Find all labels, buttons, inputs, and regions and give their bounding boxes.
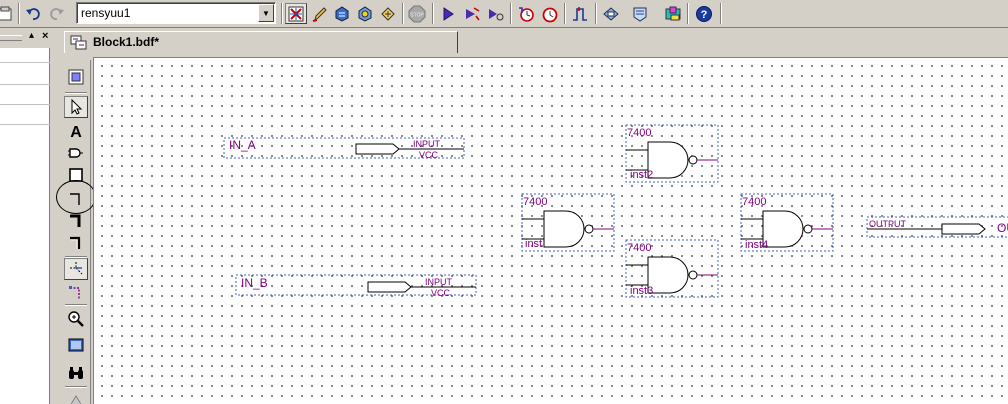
- rubberbanding-icon[interactable]: [64, 282, 88, 304]
- list-divider: [0, 62, 50, 63]
- gate-part-label: 7400: [742, 196, 766, 208]
- stop-icon[interactable]: STOP: [406, 3, 428, 24]
- pin-icon[interactable]: ▴: [29, 30, 35, 41]
- undo-icon[interactable]: [22, 3, 44, 24]
- nand-gate-inst4[interactable]: 7400 inst4: [740, 193, 834, 252]
- main-toolbar: rensyuu1 ▼ STOP: [0, 0, 1008, 28]
- project-navigator-panel: ▴ ×: [0, 28, 54, 404]
- toolbar-separator: [65, 256, 87, 258]
- gate-part-label: 7400: [627, 242, 651, 254]
- toolbar-separator: [595, 3, 597, 24]
- open-icon[interactable]: [0, 3, 16, 24]
- block-diagram-icon: [70, 35, 88, 51]
- input-type-label: INPUT: [413, 139, 441, 149]
- project-combo-value: rensyuu1: [81, 6, 131, 20]
- list-divider: [0, 104, 50, 105]
- panel-body[interactable]: [0, 48, 50, 404]
- input-pin-in-a[interactable]: IN_A INPUT VCC: [223, 137, 465, 160]
- toolbar-separator: [402, 3, 404, 24]
- selection-icon[interactable]: [64, 96, 88, 118]
- start-compile-icon[interactable]: [437, 3, 459, 24]
- gate-instance-label: inst4: [745, 239, 768, 251]
- input-default-label: VCC: [419, 150, 439, 160]
- list-divider: [0, 84, 50, 85]
- simulator-icon[interactable]: [569, 3, 591, 24]
- partial-line-icon[interactable]: [64, 258, 88, 280]
- pencil-icon[interactable]: [309, 3, 331, 24]
- toolbar-separator: [720, 3, 722, 24]
- schematic-canvas[interactable]: IN_A INPUT VCC IN_B INPUT VCC 7400 inst: [93, 57, 1008, 404]
- gate-part-label: 7400: [523, 196, 547, 208]
- toolbar-separator: [564, 3, 566, 24]
- zoom-icon[interactable]: [64, 308, 88, 330]
- toolbar-separator: [65, 386, 87, 388]
- synthesis-icon[interactable]: [484, 3, 506, 24]
- svg-text:?: ?: [701, 9, 708, 21]
- chip-planner-icon[interactable]: [662, 3, 684, 24]
- toolbar-separator: [687, 3, 689, 24]
- flip-icon[interactable]: [64, 390, 88, 404]
- highlight-circle: [56, 180, 96, 214]
- toolbar-separator: [65, 304, 87, 306]
- timing-quest-icon[interactable]: [539, 3, 561, 24]
- close-icon[interactable]: ×: [42, 30, 49, 42]
- block-icon[interactable]: [64, 66, 88, 88]
- input-pin-name: IN_B: [241, 276, 268, 290]
- toolbar-separator: [281, 3, 283, 24]
- document-tabbar: Block1.bdf*: [54, 28, 1008, 56]
- compiler-icon[interactable]: [285, 3, 307, 24]
- gate-instance-label: inst3: [630, 285, 653, 297]
- toolbar-separator: [18, 3, 20, 24]
- full-screen-icon[interactable]: [64, 334, 88, 356]
- rtl-viewer-icon[interactable]: [629, 3, 651, 24]
- gate-instance-label: inst: [525, 238, 542, 250]
- redo-icon[interactable]: [46, 3, 68, 24]
- svg-text:A: A: [70, 124, 82, 140]
- input-default-label: VCC: [431, 288, 451, 298]
- panel-grip[interactable]: [0, 35, 22, 41]
- output-pin[interactable]: OUTPUT OU: [866, 216, 1008, 238]
- gate-part-label: 7400: [627, 127, 651, 139]
- chevron-down-icon[interactable]: ▼: [258, 4, 274, 22]
- nand-gate-inst3[interactable]: 7400 inst3: [625, 239, 719, 298]
- gate-instance-label: inst2: [630, 169, 653, 181]
- timing-icon[interactable]: [515, 3, 537, 24]
- analysis-icon[interactable]: [461, 3, 483, 24]
- toolbar-separator: [432, 3, 434, 24]
- help-icon[interactable]: ?: [693, 3, 715, 24]
- settings-icon[interactable]: [331, 3, 353, 24]
- pins-icon[interactable]: [377, 3, 399, 24]
- symbol-icon[interactable]: [64, 142, 88, 164]
- input-pin-name: IN_A: [229, 138, 256, 152]
- svg-text:STOP: STOP: [410, 12, 424, 18]
- output-type-label: OUTPUT: [869, 219, 907, 229]
- programmer-icon[interactable]: [600, 3, 622, 24]
- tab-label: Block1.bdf*: [93, 35, 160, 49]
- list-divider: [0, 124, 50, 125]
- toolbar-separator: [510, 3, 512, 24]
- orthogonal-bus-icon[interactable]: [64, 210, 88, 232]
- nand-gate-inst2[interactable]: 7400 inst2: [625, 124, 719, 183]
- assign-icon[interactable]: [354, 3, 376, 24]
- block-editor-toolbar: A: [61, 60, 91, 404]
- text-icon[interactable]: A: [64, 120, 88, 142]
- nand-gate-inst[interactable]: 7400 inst: [521, 193, 615, 252]
- output-pin-name: OU: [997, 221, 1008, 235]
- tab-block1[interactable]: Block1.bdf*: [64, 31, 458, 53]
- conduit-icon[interactable]: [64, 232, 88, 254]
- project-combo[interactable]: rensyuu1 ▼: [76, 2, 276, 24]
- input-pin-in-b[interactable]: IN_B INPUT VCC: [235, 274, 477, 298]
- find-icon[interactable]: [64, 362, 88, 384]
- panel-titlebar: ▴ ×: [0, 30, 54, 46]
- input-type-label: INPUT: [425, 277, 453, 287]
- toolbar-separator: [65, 92, 87, 94]
